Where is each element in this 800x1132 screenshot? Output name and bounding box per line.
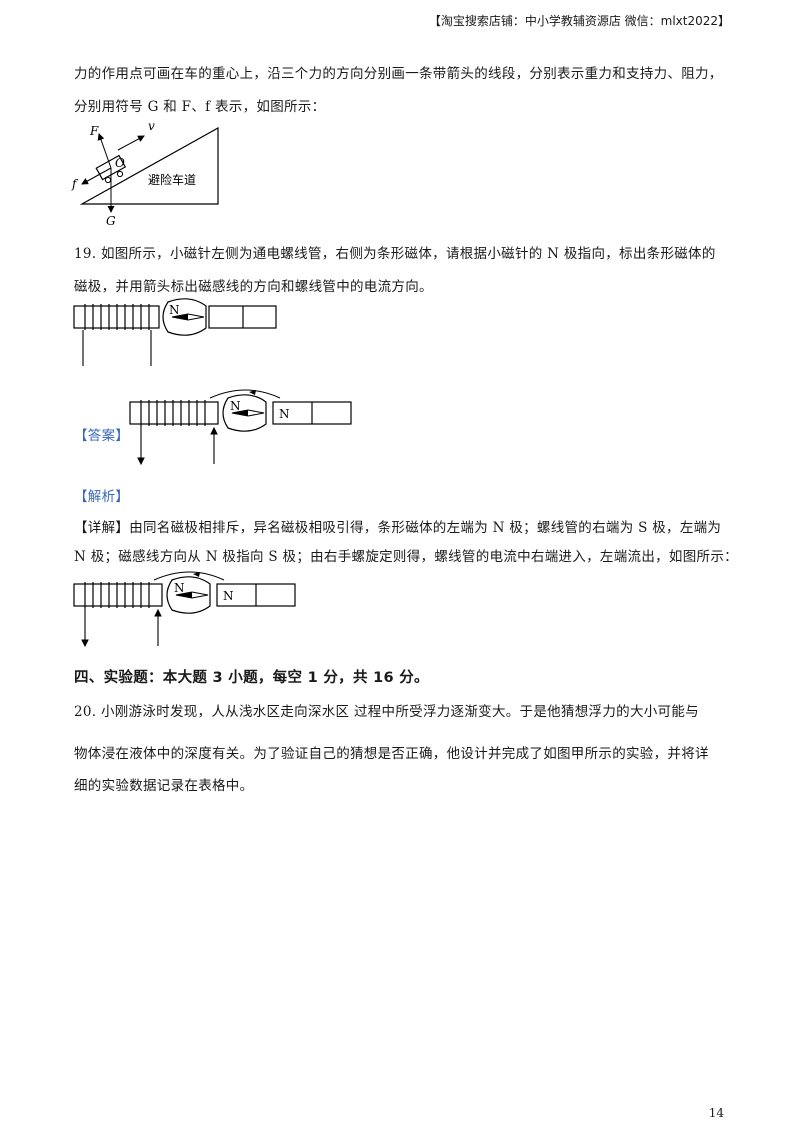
force-f-arrow xyxy=(81,167,112,185)
q20-line3: 细的实验数据记录在表格中。 xyxy=(74,778,254,794)
field-direction-arrow xyxy=(249,390,256,395)
solenoid-answer-figure: N N xyxy=(129,389,352,466)
compass-N-label: N xyxy=(169,303,180,317)
solenoid-coils xyxy=(140,400,206,426)
velocity-arrow xyxy=(117,135,145,151)
compass-N-label: N xyxy=(230,399,241,413)
label-road: 避险车道 xyxy=(148,172,196,187)
bar-magnet-N-label: N xyxy=(223,589,234,603)
detail-line1: 【详解】由同名磁极相排斥，异名磁极相吸引得，条形磁体的左端为 N 极；螺线管的右… xyxy=(74,520,722,536)
page-number: 14 xyxy=(708,1106,724,1120)
q20-line2: 物体浸在液体中的深度有关。为了验证自己的猜想是否正确，他设计并完成了如图甲所示的… xyxy=(74,746,709,762)
field-line xyxy=(209,389,281,399)
para18-line1: 力的作用点可画在车的重心上，沿三个力的方向分别画一条带箭头的线段，分别表示重力和… xyxy=(74,66,723,82)
label-v: v xyxy=(148,119,155,133)
label-G: G xyxy=(106,214,116,228)
answer-label: 【答案】 xyxy=(74,428,130,444)
label-F: F xyxy=(89,124,99,138)
solenoid-coils xyxy=(84,582,150,608)
car-wheel xyxy=(116,170,124,178)
solenoid-core xyxy=(73,583,163,607)
solenoid-question-figure: N xyxy=(73,298,277,366)
force-F-arrow xyxy=(97,133,112,169)
para18-line2: 分别用符号 G 和 F、f 表示，如图所示： xyxy=(74,99,326,115)
compass-needle-north xyxy=(172,314,188,320)
label-f: f xyxy=(71,177,79,191)
car-wheel xyxy=(104,176,112,184)
solenoid-detail-figure: N N xyxy=(73,571,296,648)
bar-magnet-N-label: N xyxy=(279,407,290,421)
section-4-title: 四、实验题：本大题 3 小题，每空 1 分，共 16 分。 xyxy=(74,670,429,686)
detail-line2: N 极；磁感线方向从 N 极指向 S 极；由右手螺旋定则得，螺线管的电流中右端进… xyxy=(74,549,738,565)
compass-N-label: N xyxy=(174,581,185,595)
incline-force-figure: F v O f G 避险车道 xyxy=(71,119,219,228)
page-header: 【淘宝搜索店铺：中小学教辅资源店 微信：mlxt2022】 xyxy=(428,14,730,28)
compass-needle-north xyxy=(176,592,192,598)
incline-ramp xyxy=(79,126,219,205)
solenoid-core xyxy=(129,401,219,425)
q20-line1: 20. 小刚游泳时发现，人从浅水区走向深水区 过程中所受浮力逐渐变大。于是他猜想… xyxy=(74,704,699,720)
analysis-label: 【解析】 xyxy=(74,489,130,505)
label-O: O xyxy=(115,156,125,170)
compass-needle-north xyxy=(232,410,248,416)
q19-line2: 磁极，并用箭头标出磁感线的方向和螺线管中的电流方向。 xyxy=(74,279,433,295)
field-line xyxy=(153,571,225,581)
q19-line1: 19. 如图所示，小磁针左侧为通电螺线管，右侧为条形磁体，请根据小磁针的 N 极… xyxy=(74,246,716,262)
field-direction-arrow xyxy=(193,572,200,577)
solenoid-coils xyxy=(84,304,150,330)
